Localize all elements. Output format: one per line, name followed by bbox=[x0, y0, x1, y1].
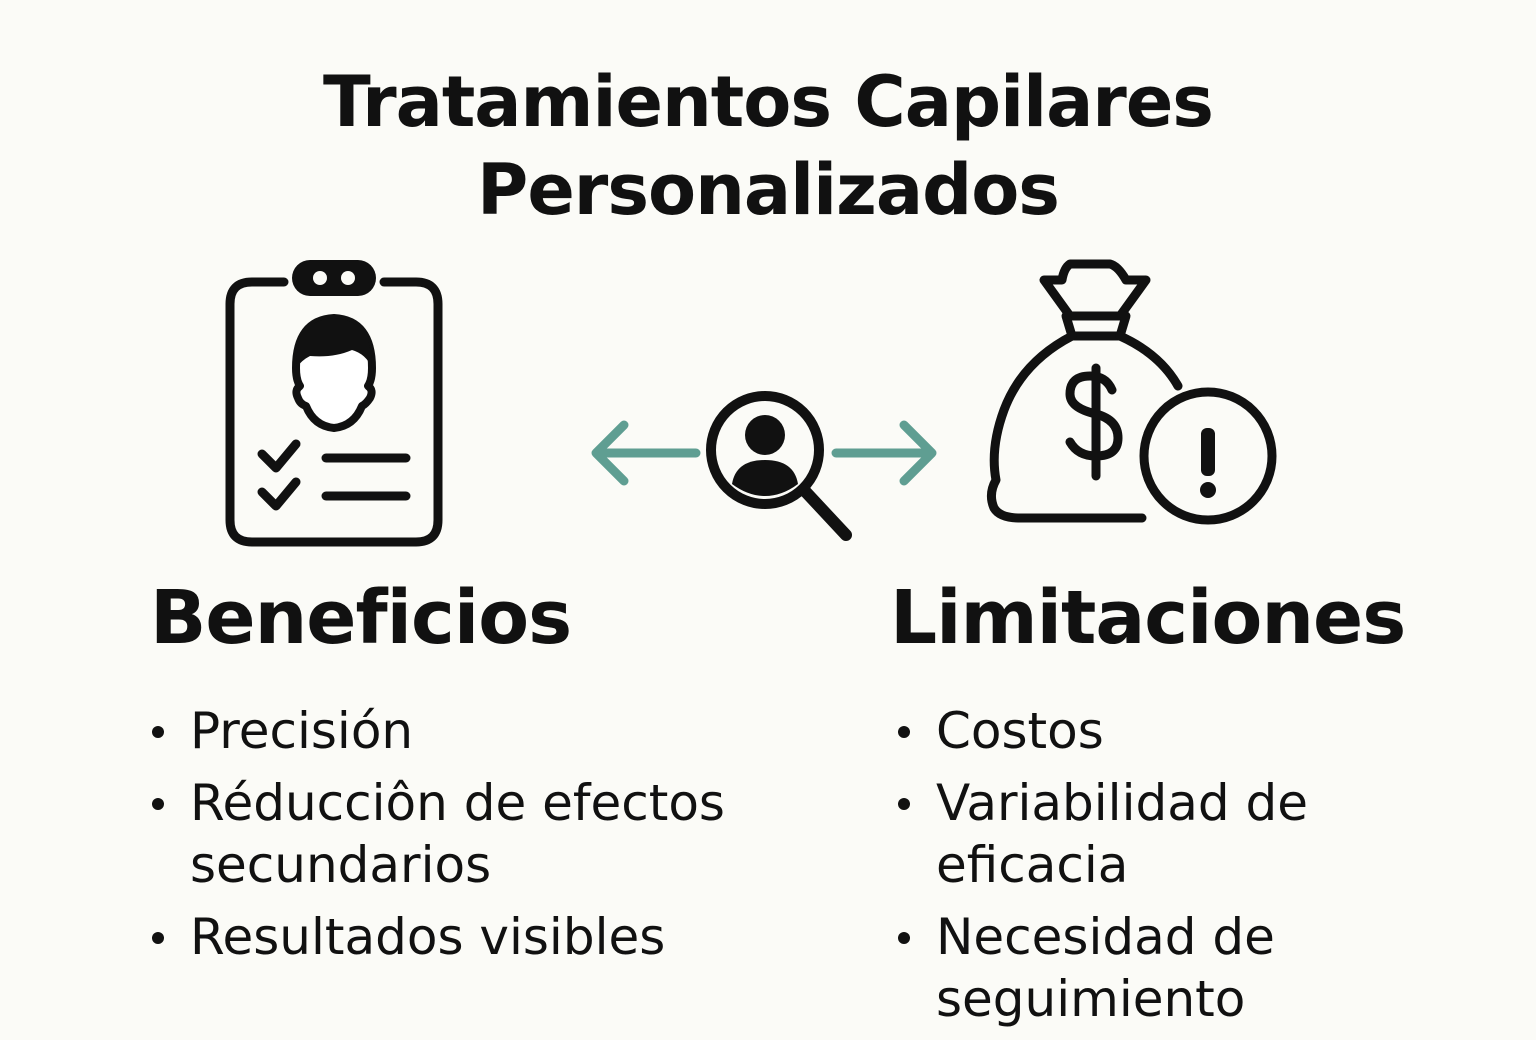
left-arrow-icon bbox=[591, 420, 701, 486]
title-line-1: Tratamientos Capilares bbox=[323, 61, 1214, 143]
limitations-heading: Limitaciones bbox=[890, 575, 1406, 661]
list-item: Precisión bbox=[150, 700, 770, 762]
title-line-2: Personalizados bbox=[477, 149, 1060, 231]
limitations-list: Costos Variabilidad de eficacia Necesida… bbox=[896, 700, 1456, 1040]
list-item: Resultados visibles bbox=[150, 906, 770, 968]
list-item: Costos bbox=[896, 700, 1456, 762]
page-title: Tratamientos Capilares Personalizados bbox=[0, 58, 1536, 234]
clipboard-profile-checklist-icon bbox=[225, 260, 443, 547]
list-item: Réducciôn de efectos secundarios bbox=[150, 772, 770, 896]
money-bag-warning-icon bbox=[986, 259, 1277, 525]
list-item: Necesidad de seguimiento bbox=[896, 906, 1456, 1030]
list-item: Variabilidad de eficacia bbox=[896, 772, 1456, 896]
benefits-list: Precisión Réducciôn de efectos secundari… bbox=[150, 700, 770, 978]
right-arrow-icon bbox=[831, 420, 937, 486]
comparison-arrows-group bbox=[591, 391, 937, 541]
benefits-heading: Beneficios bbox=[150, 575, 572, 661]
person-search-magnifier-icon bbox=[706, 391, 852, 541]
